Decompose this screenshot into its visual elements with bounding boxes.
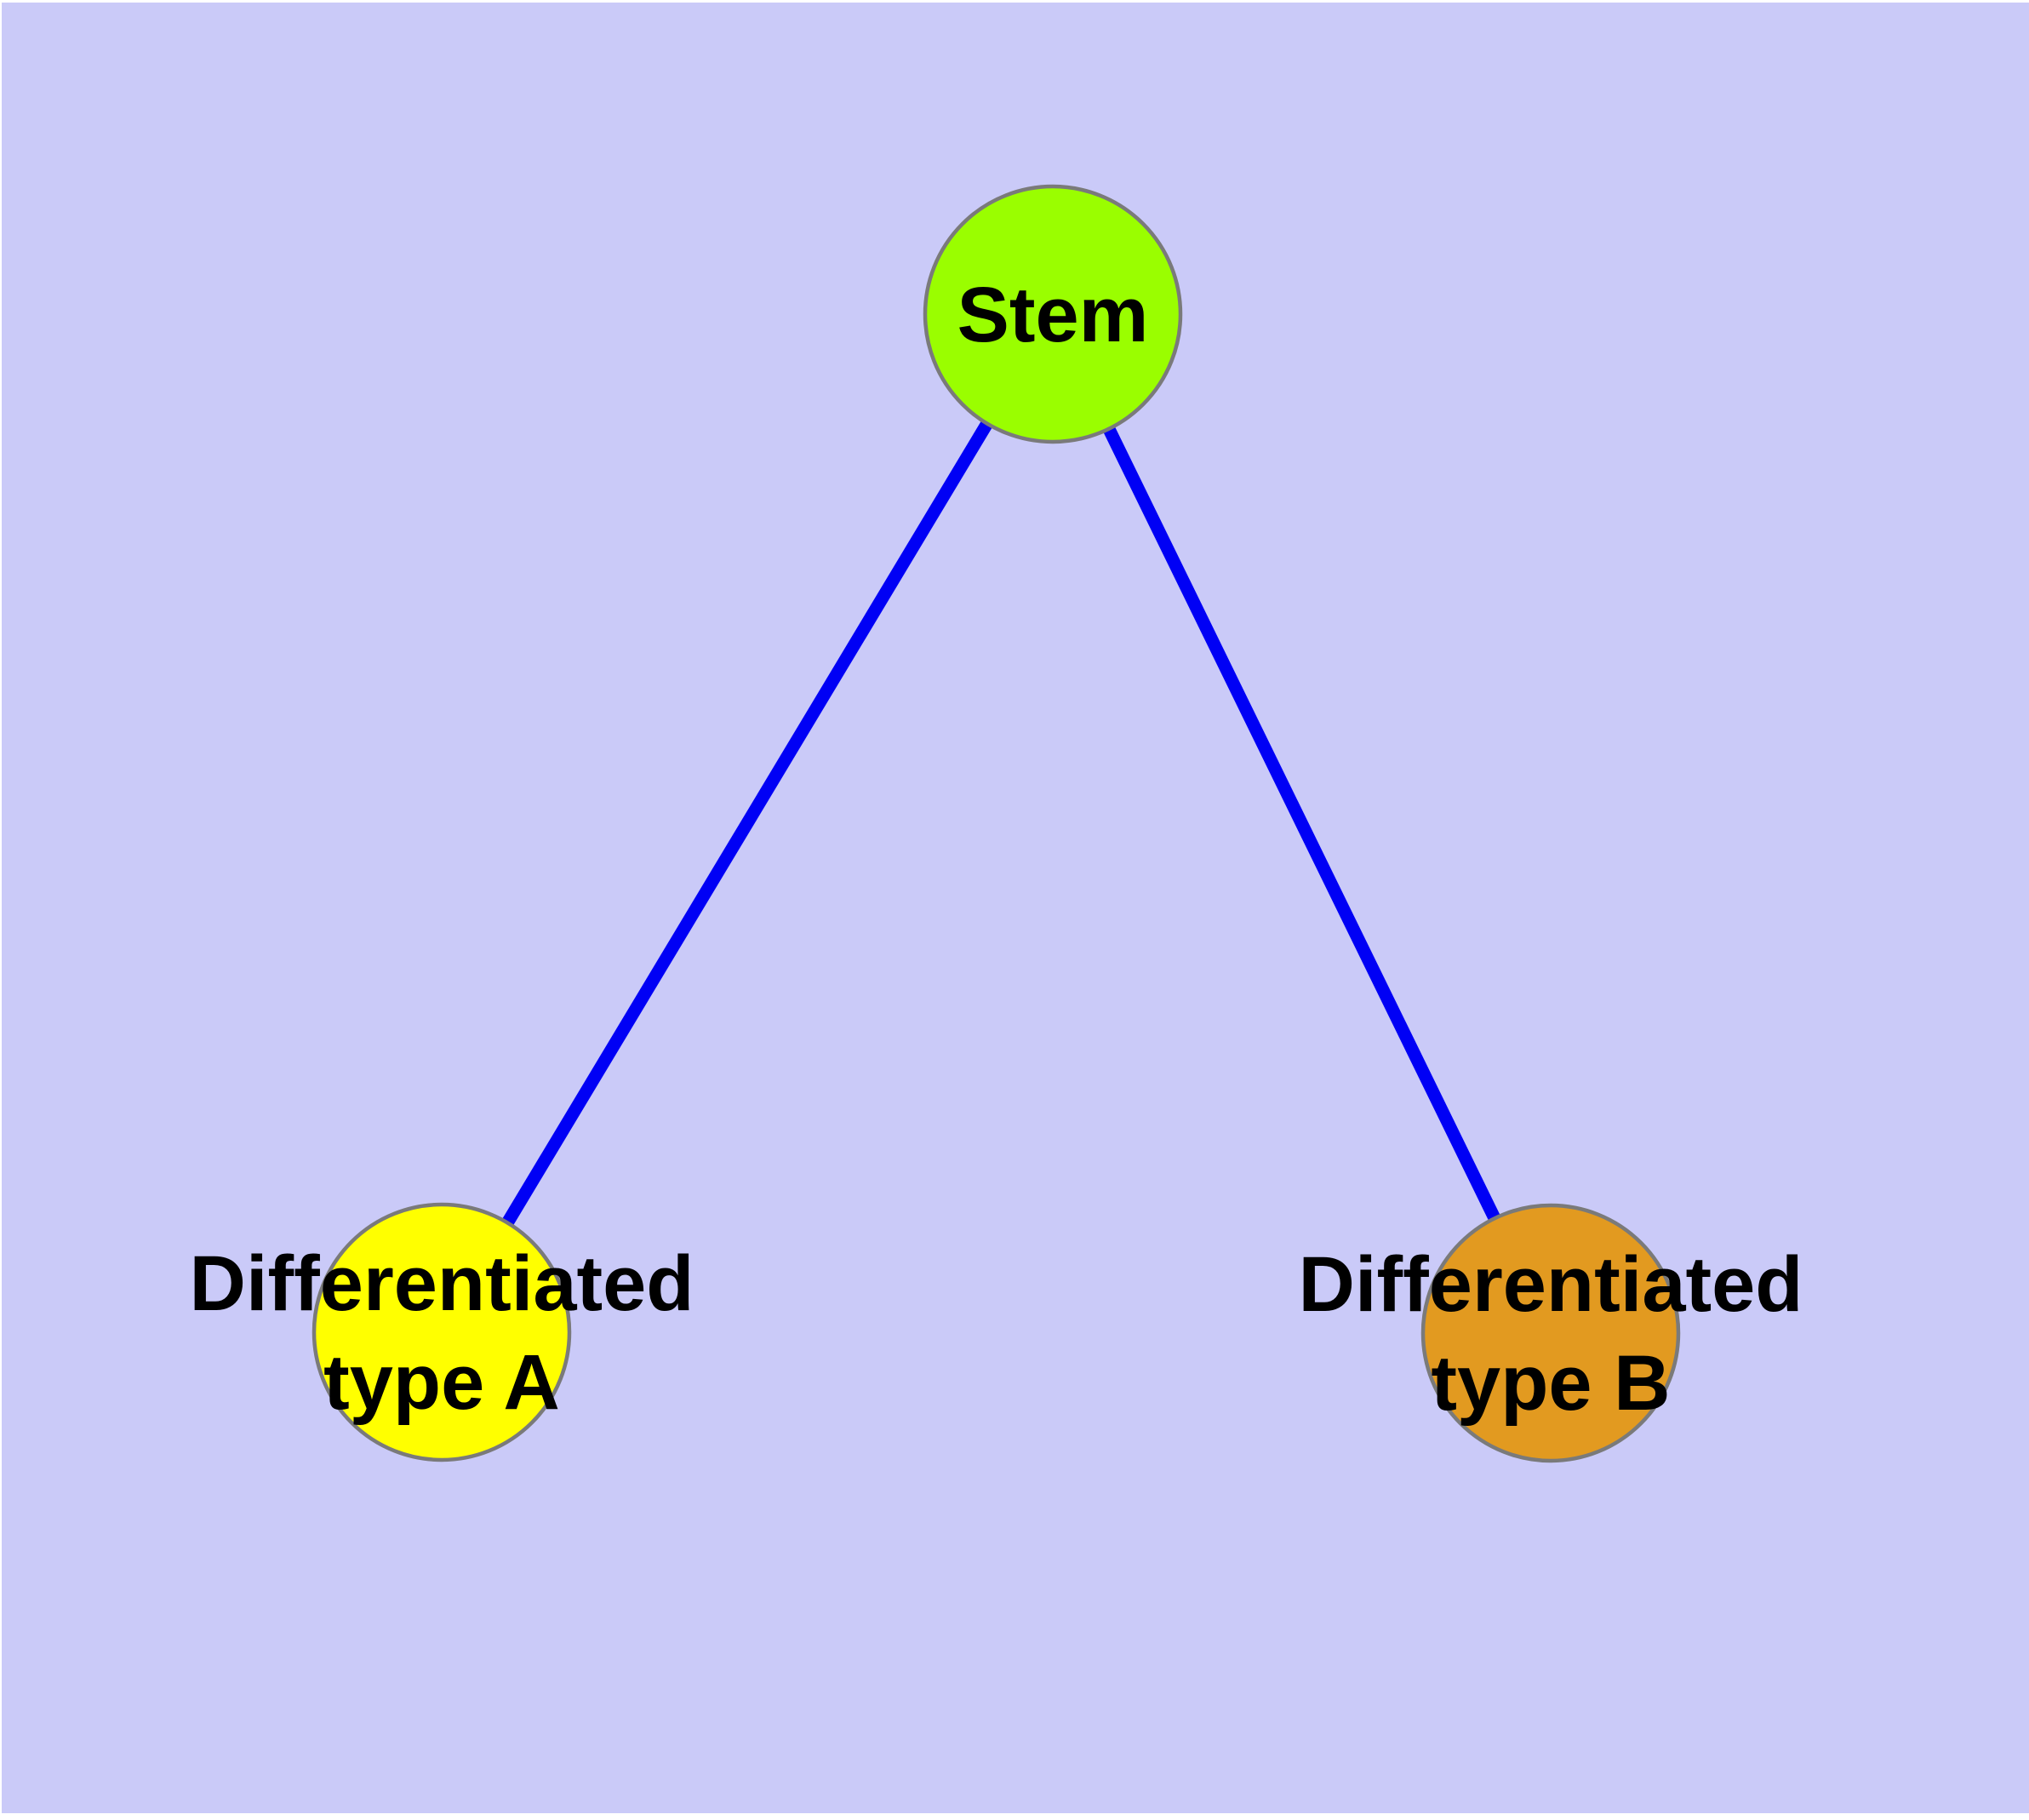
node-stem-circle bbox=[923, 184, 1183, 444]
node-type-b-circle bbox=[1420, 1203, 1681, 1463]
edge-stem-to-type-a bbox=[436, 311, 1059, 1336]
node-type-a: Differentiated type A bbox=[190, 1202, 694, 1462]
edge-stem-to-type-b bbox=[1047, 311, 1557, 1336]
node-type-b: Differentiated type B bbox=[1299, 1203, 1803, 1463]
node-type-b-label-line2: type B bbox=[1431, 1340, 1670, 1427]
node-type-a-circle bbox=[311, 1202, 572, 1462]
node-type-a-label-line1: Differentiated bbox=[190, 1240, 694, 1327]
node-stem-label: Stem bbox=[957, 272, 1149, 358]
node-type-a-label-line2: type A bbox=[323, 1339, 560, 1426]
node-stem: Stem bbox=[923, 184, 1183, 444]
node-type-b-label-line1: Differentiated bbox=[1299, 1241, 1803, 1328]
